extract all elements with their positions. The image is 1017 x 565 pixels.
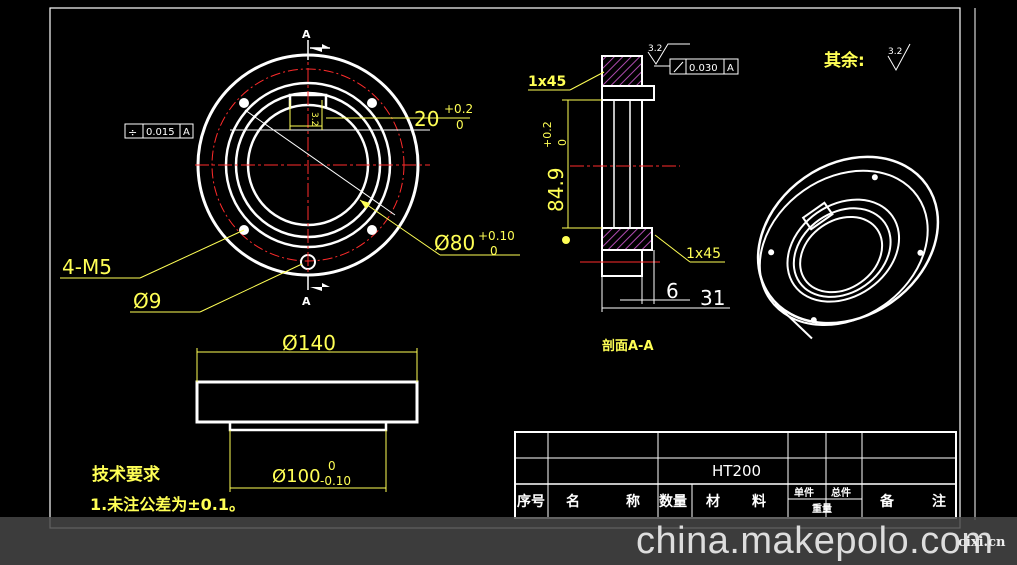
angle-tol-lower: 0 <box>456 118 464 132</box>
height-tol-upper: +0.2 <box>541 121 554 148</box>
keyway-dim: 3.2 <box>309 112 319 126</box>
section-caption: 剖面A-A <box>602 338 654 354</box>
tol-symbol: ÷ <box>128 126 137 139</box>
inner-dim: Ø100 <box>272 466 321 487</box>
width-dim-small: 6 <box>666 279 679 303</box>
front-view <box>195 40 430 291</box>
inner-tol-lower: -0.10 <box>320 474 351 488</box>
width-dim-large: 31 <box>700 286 725 310</box>
inner-tol-upper: 0 <box>328 459 336 473</box>
watermark-text: china.makepolo.com <box>636 520 994 562</box>
hdr-qty: 数量 <box>659 493 687 510</box>
runout-value: 0.030 <box>689 63 718 74</box>
height-tol-lower: 0 <box>556 139 569 146</box>
watermark-bar <box>0 517 1017 565</box>
height-dim: 84.9 <box>544 167 568 212</box>
chamfer-bottom: 1x45 <box>686 246 721 262</box>
roughness-value: 3.2 <box>648 44 662 54</box>
remaining-roughness: 3.2 <box>888 47 902 57</box>
dia-tol-upper: +0.10 <box>478 229 515 243</box>
remaining-roughness-symbol <box>887 43 911 72</box>
angle-tol-upper: +0.2 <box>444 102 473 116</box>
hdr-unit: 单件 <box>794 486 814 499</box>
hdr-mat-1: 材 <box>706 493 720 510</box>
bolt-hole-1 <box>239 98 249 108</box>
hatch-bottom <box>601 227 653 251</box>
hdr-total: 总件 <box>831 486 851 499</box>
hole-label: Ø9 <box>133 289 161 313</box>
isometric-view <box>756 155 940 340</box>
drawing-frame <box>49 7 961 529</box>
thread-label: 4-M5 <box>62 255 112 279</box>
tech-req-item: 1.未注公差为±0.1。 <box>90 495 245 514</box>
section-mark-top: A <box>302 28 311 41</box>
material: HT200 <box>712 462 761 480</box>
watermark-small: cixi.cn <box>958 535 1006 550</box>
section-mark-bottom: A <box>302 295 311 308</box>
hatch-top <box>601 55 643 87</box>
hdr-weight: 重量 <box>812 502 832 515</box>
dia-tol-lower: 0 <box>490 244 498 258</box>
hdr-remark-2: 注 <box>932 493 946 510</box>
chamfer-top: 1x45 <box>528 74 566 90</box>
bolt-hole-2 <box>367 98 377 108</box>
bolt-hole-4 <box>367 225 377 235</box>
title-block <box>514 431 957 519</box>
roughness-symbol <box>647 43 690 65</box>
hdr-mat-2: 料 <box>752 493 766 510</box>
tol-datum: A <box>183 127 190 138</box>
tol-value: 0.015 <box>146 127 175 138</box>
tolerance-frame-symmetry <box>124 123 194 139</box>
remaining-label: 其余: <box>824 50 865 71</box>
angle-dim: 20 <box>414 107 439 131</box>
hdr-remark-1: 备 <box>879 493 895 510</box>
hdr-name-2: 称 <box>626 493 640 510</box>
side-view <box>195 348 419 492</box>
dia-dim: Ø80 <box>434 231 475 255</box>
runout-frame <box>654 58 739 75</box>
runout-datum: A <box>727 63 734 74</box>
section-view <box>570 55 680 277</box>
hdr-name-1: 名 <box>566 493 580 510</box>
outer-dim: Ø140 <box>282 331 336 355</box>
tech-req-title: 技术要求 <box>92 464 160 485</box>
hdr-seq: 序号 <box>517 493 545 510</box>
